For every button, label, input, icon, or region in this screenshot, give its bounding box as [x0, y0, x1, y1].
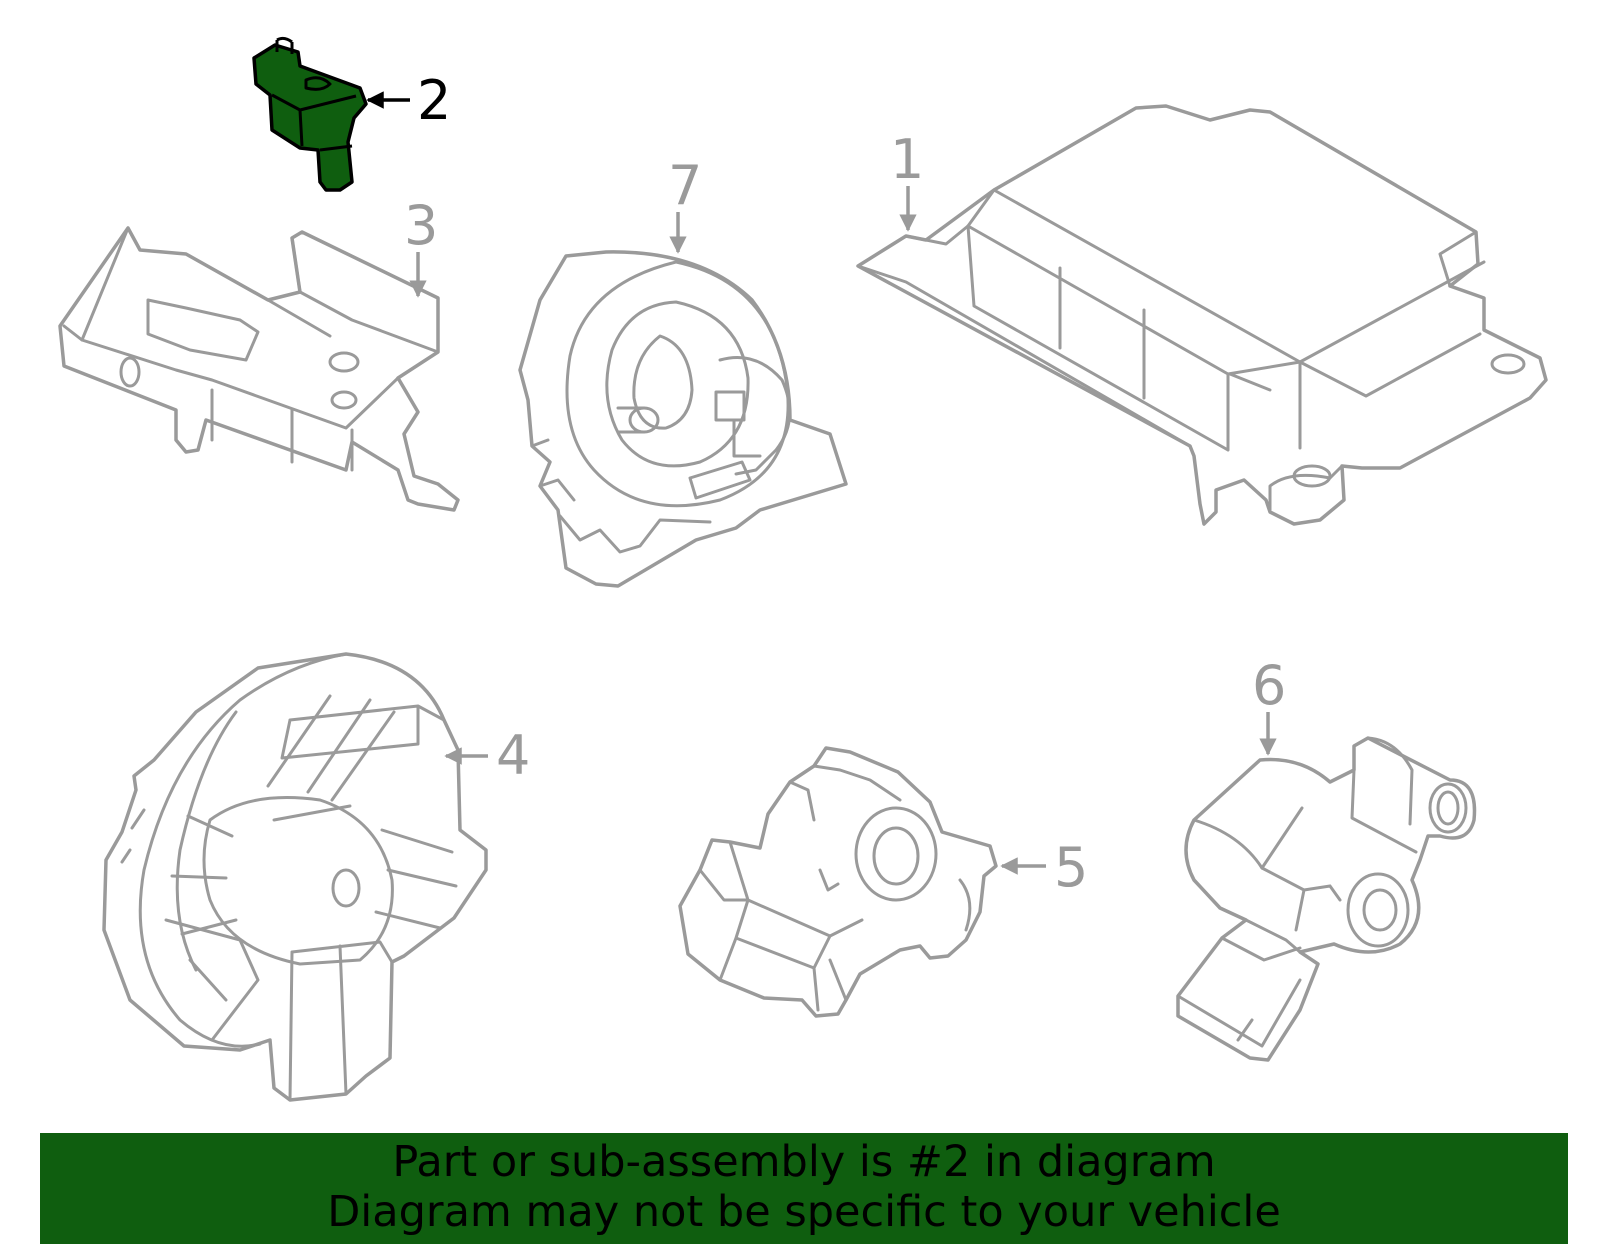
banner-line-2: Diagram may not be specific to your vehi… [327, 1187, 1281, 1237]
part-3-bracket [58, 226, 460, 512]
part-4-rotor-assembly [102, 652, 488, 1102]
part-1-control-module [856, 104, 1548, 526]
info-banner: Part or sub-assembly is #2 in diagram Di… [40, 1133, 1568, 1244]
callout-6: 6 [1252, 654, 1286, 717]
callout-3: 3 [404, 194, 438, 257]
callout-1: 1 [890, 128, 924, 191]
part-7-clock-spring [518, 250, 848, 588]
part-6-side-sensor [1176, 736, 1477, 1062]
banner-line-1: Part or sub-assembly is #2 in diagram [392, 1137, 1216, 1187]
callout-2: 2 [417, 69, 451, 132]
part-2-sensor[interactable] [252, 36, 368, 192]
callout-7: 7 [668, 154, 702, 217]
part-5-impact-sensor [678, 746, 998, 1018]
callout-4: 4 [496, 724, 530, 787]
callout-5: 5 [1054, 836, 1088, 899]
